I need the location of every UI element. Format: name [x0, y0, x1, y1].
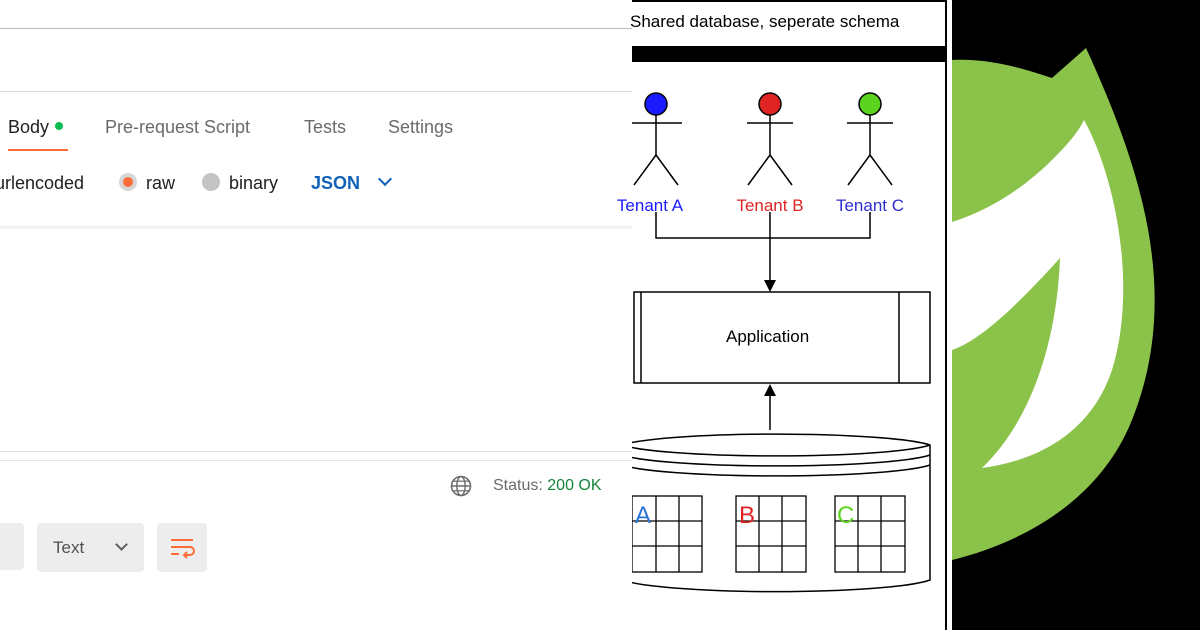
schema-a-grid	[632, 495, 703, 573]
wrap-lines-icon	[171, 539, 195, 559]
tenant-connector	[655, 212, 871, 239]
radio-checked-icon[interactable]	[119, 173, 137, 192]
modified-dot-icon	[55, 122, 64, 131]
body-type-select[interactable]: JSON	[311, 171, 393, 194]
database-cylinder	[632, 433, 931, 593]
schema-a-label: A	[635, 502, 652, 529]
tenant-b-label: Tenant B	[736, 196, 804, 215]
spring-logo-panel	[952, 0, 1200, 630]
chevron-down-icon	[115, 538, 128, 551]
body-option-raw[interactable]: raw	[119, 173, 175, 194]
tab-tests[interactable]: Tests	[304, 117, 347, 137]
raw-label: raw	[146, 173, 176, 193]
architecture-diagram: Shared database, seperate schema Tenant …	[617, 0, 952, 630]
diagram-graphics	[632, 0, 947, 630]
arrow-head	[764, 384, 776, 396]
divider	[0, 451, 632, 452]
body-option-urlencoded[interactable]: urlencoded	[0, 173, 84, 194]
globe-icon[interactable]	[450, 475, 472, 497]
response-format-select[interactable]: Text	[37, 523, 144, 572]
arrow-head	[764, 280, 776, 292]
url-bar[interactable]	[0, 0, 632, 29]
body-type-value: JSON	[311, 173, 361, 193]
response-status: Status: 200 OK	[493, 477, 602, 495]
chevron-down-icon	[377, 171, 393, 187]
tab-body[interactable]: Body	[8, 117, 64, 138]
schema-b-grid	[735, 495, 807, 573]
wrap-lines-button[interactable]	[157, 523, 207, 572]
api-client-panel: Body Pre-request Script Tests Settings u…	[0, 0, 632, 572]
application-box	[633, 291, 931, 384]
diagram-title: Shared database, seperate schema	[630, 12, 900, 31]
divider	[0, 460, 632, 461]
response-format-label: Text	[53, 538, 85, 557]
tenant-c-figure	[847, 92, 893, 186]
application-label: Application	[726, 327, 810, 346]
active-tab-indicator	[8, 149, 68, 151]
schema-b-label: B	[739, 502, 756, 529]
body-editor[interactable]	[0, 226, 632, 230]
tenant-c-label: Tenant C	[835, 196, 905, 215]
urlencoded-label: urlencoded	[0, 173, 85, 193]
tab-pre-request-script[interactable]: Pre-request Script	[105, 117, 251, 137]
status-label: Status:	[493, 477, 543, 494]
schema-c-grid	[834, 495, 906, 573]
body-option-binary[interactable]: binary	[202, 173, 278, 194]
tenant-a-label: Tenant A	[616, 196, 684, 215]
tab-body-label: Body	[8, 117, 50, 137]
tab-settings[interactable]: Settings	[388, 117, 454, 137]
schema-c-label: C	[837, 502, 855, 529]
status-code: 200 OK	[547, 477, 602, 494]
title-bar-bottom	[632, 46, 946, 62]
tenant-b-figure	[747, 92, 793, 186]
tenant-a-figure	[632, 92, 682, 186]
divider	[0, 91, 632, 92]
binary-label: binary	[229, 173, 279, 193]
spring-leaf-logo-icon	[952, 48, 1155, 560]
response-view-button[interactable]	[0, 523, 24, 570]
radio-unchecked-icon[interactable]	[202, 173, 220, 192]
